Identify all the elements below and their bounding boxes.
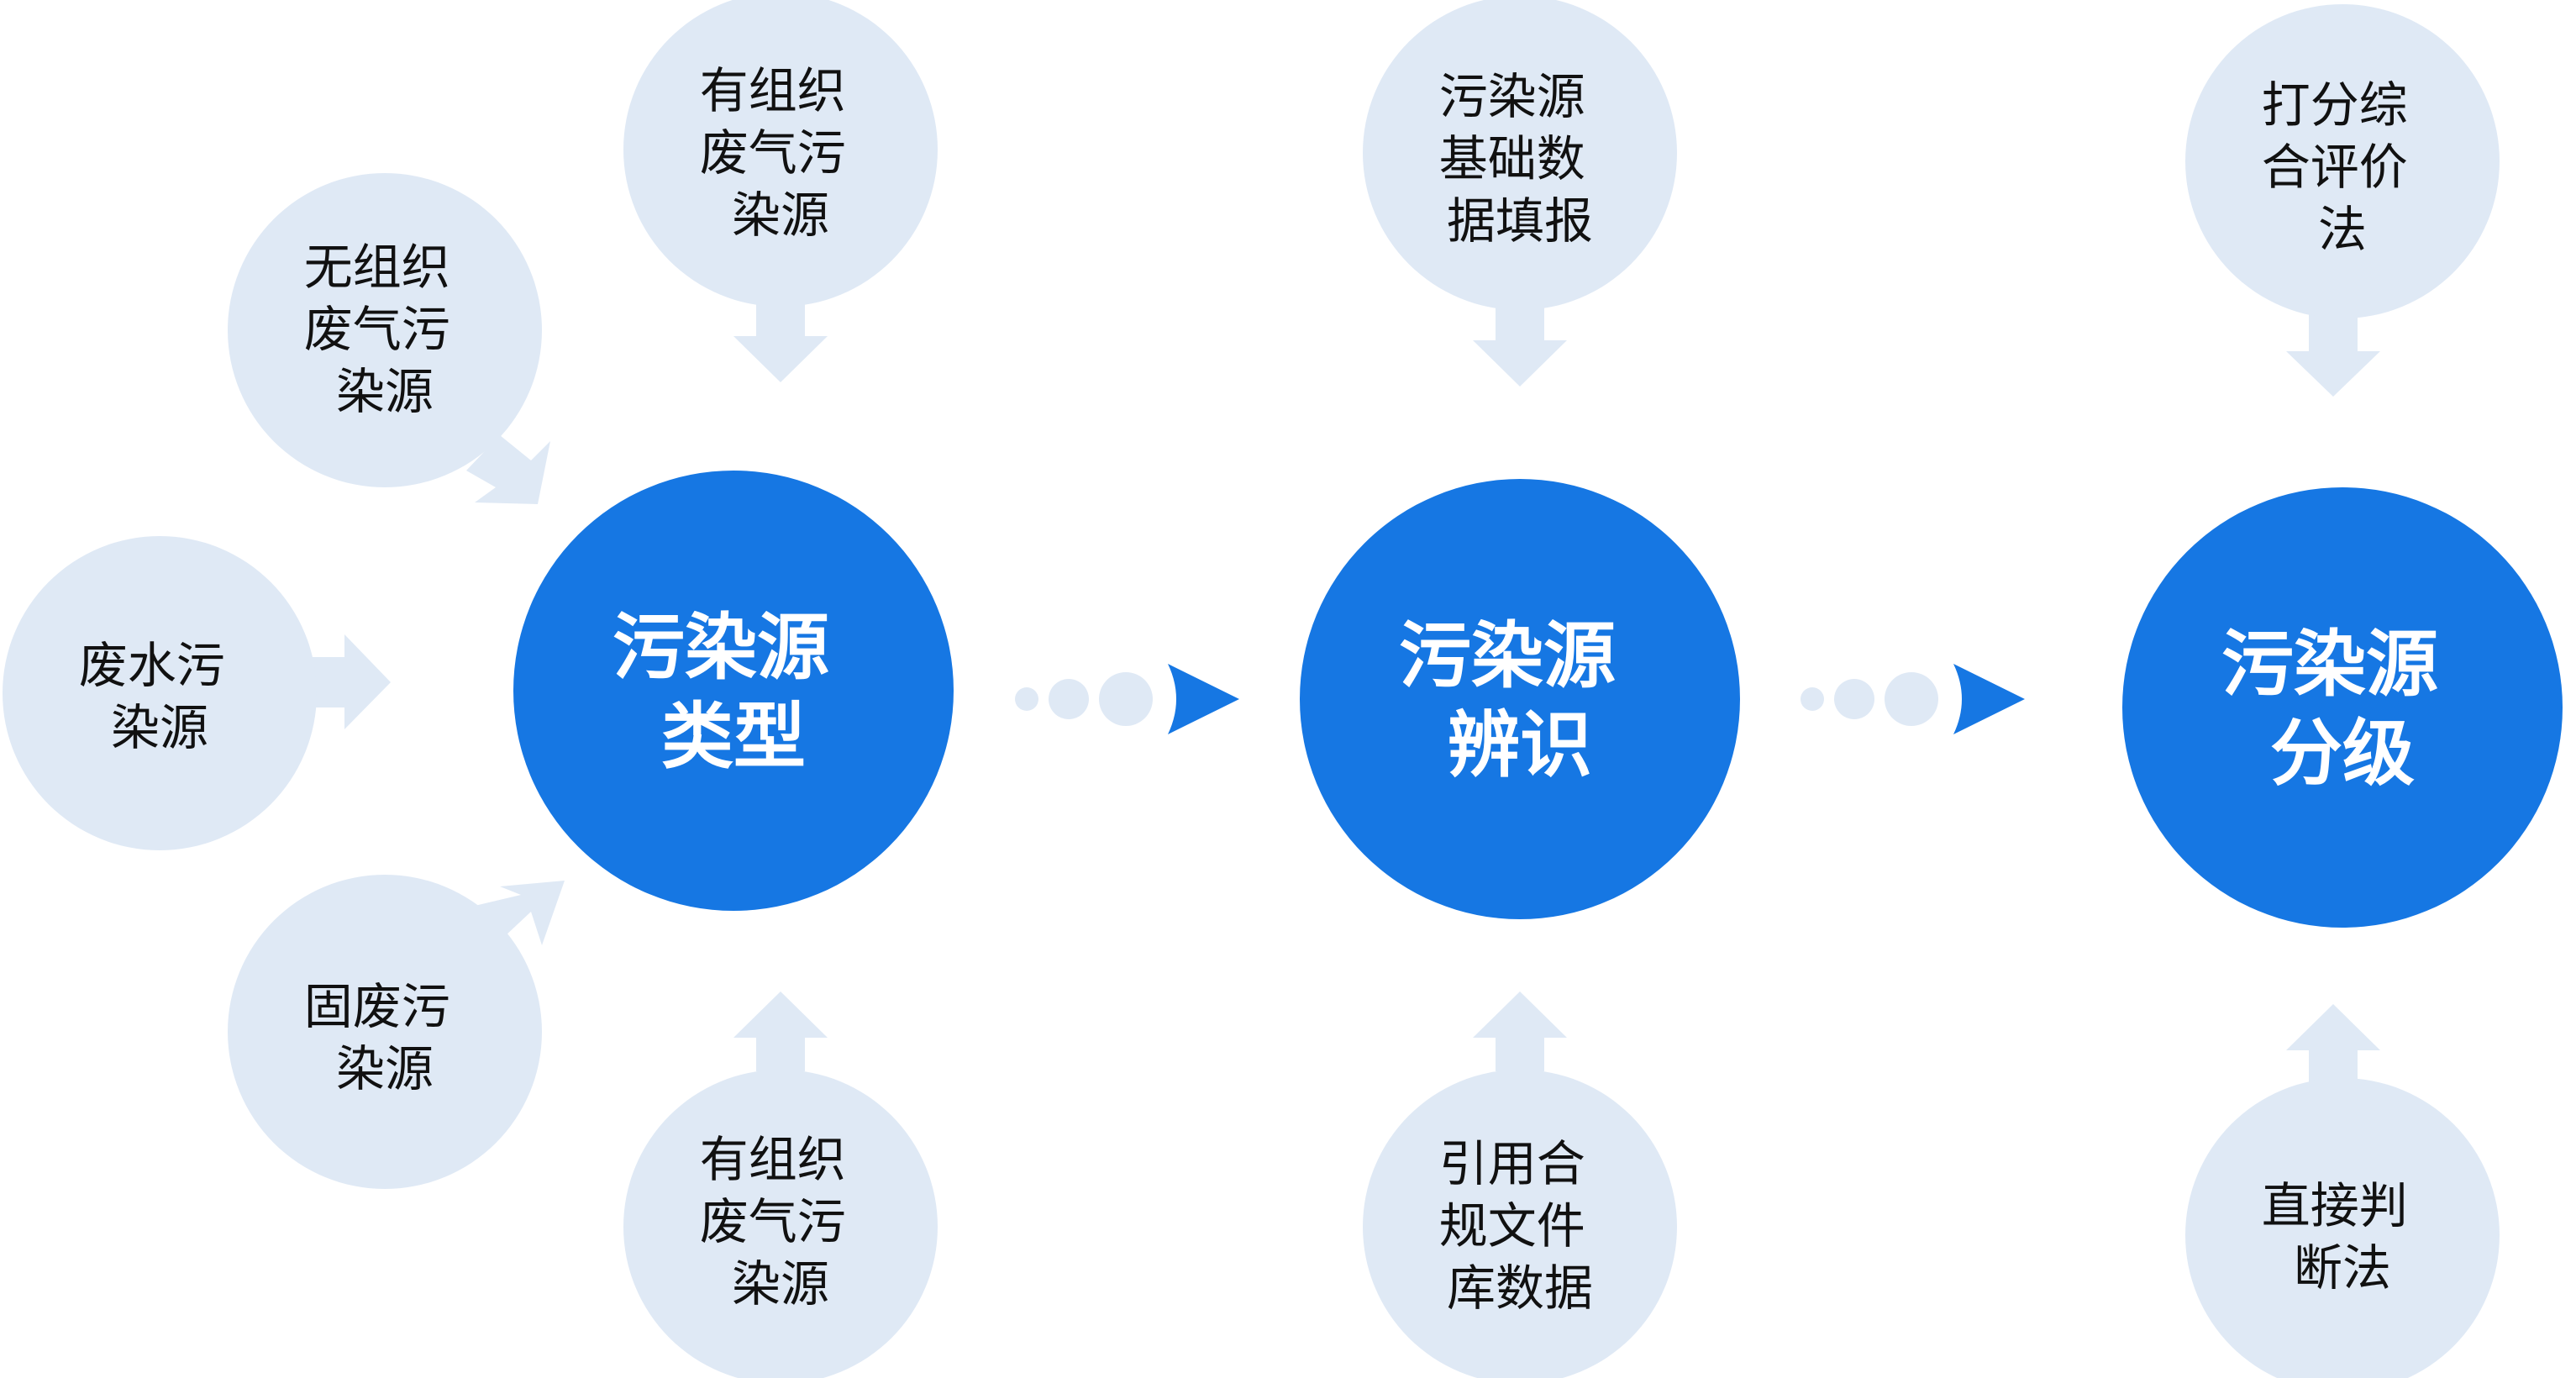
input-node-label-line: 规文件 [1439, 1197, 1585, 1254]
svg-text:污染源 基础数 据填报: 污染源 基础数 据填报 [1439, 68, 1601, 250]
input-node-label-line: 染源 [336, 363, 434, 420]
input-node-basic-data: 污染源 基础数 据填报 [1363, 0, 1677, 310]
connector-dot [1049, 679, 1089, 719]
arrow-down-right-icon [466, 435, 550, 504]
arrow-up-icon [733, 991, 828, 1071]
input-node-label-line: 废气污 [700, 124, 846, 181]
connector-dot [1801, 687, 1824, 711]
stage-node-label-line: 污染源 [1399, 614, 1616, 698]
connector-type-to-identify [1015, 664, 1239, 734]
arrow-down-icon [733, 294, 828, 382]
input-node-label-line: 固废污 [304, 978, 450, 1035]
svg-text:污染源 分级: 污染源 分级 [2221, 623, 2463, 796]
arrow-up-icon [1473, 991, 1567, 1071]
input-node-label-line: 污染源 [1439, 68, 1585, 125]
input-node-label-line: 染源 [111, 699, 208, 756]
input-node-label-line: 法 [2318, 201, 2367, 258]
svg-text:污染源 类型: 污染源 类型 [612, 606, 854, 779]
svg-text:有组织 废气污 染源: 有组织 废气污 染源 [700, 1131, 861, 1312]
connector-dot [1015, 687, 1038, 711]
connector-arrow-icon [1953, 664, 2025, 734]
input-node-unorganized-gas: 无组织 废气污 染源 [228, 173, 542, 487]
connector-dot [1885, 672, 1938, 726]
input-node-solid-waste: 固废污 染源 [228, 875, 542, 1189]
svg-text:无组织 废气污 染源: 无组织 废气污 染源 [304, 239, 465, 420]
stage-node-type: 污染源 类型 [513, 471, 954, 911]
svg-text:直接判 断法: 直接判 断法 [2262, 1177, 2423, 1296]
input-node-scoring-method: 打分综 合评价 法 [2185, 4, 2500, 318]
input-node-label-line: 无组织 [304, 239, 450, 296]
connector-dot [1834, 679, 1874, 719]
input-node-label-line: 引用合 [1439, 1135, 1585, 1192]
input-node-label-line: 染源 [732, 1255, 829, 1312]
stage-node-label-line: 辨识 [1448, 703, 1592, 787]
input-node-label-line: 废气污 [700, 1193, 846, 1250]
input-node-organized-gas-bottom: 有组织 废气污 染源 [623, 1070, 938, 1378]
input-node-compliance-library: 引用合 规文件 库数据 [1363, 1070, 1677, 1378]
arrow-down-icon [2286, 302, 2380, 397]
input-node-label-line: 有组织 [700, 62, 846, 119]
input-node-label-line: 废气污 [304, 301, 450, 358]
svg-text:污染源 辨识: 污染源 辨识 [1399, 614, 1641, 787]
svg-text:引用合 规文件 库数据: 引用合 规文件 库数据 [1439, 1135, 1601, 1317]
input-node-label-line: 打分综 [2262, 76, 2408, 134]
input-node-label-line: 染源 [336, 1040, 434, 1097]
input-node-label-line: 据填报 [1447, 192, 1593, 250]
svg-text:打分综 合评价 法: 打分综 合评价 法 [2262, 76, 2423, 258]
input-node-label-line: 废水污 [79, 637, 225, 694]
input-node-label-line: 直接判 [2262, 1177, 2408, 1234]
input-node-label-line: 库数据 [1447, 1260, 1593, 1317]
svg-text:固废污 染源: 固废污 染源 [304, 978, 465, 1097]
input-node-label-line: 断法 [2294, 1239, 2391, 1296]
connector-identify-to-grade [1801, 664, 2025, 734]
stage-node-identify: 污染源 辨识 [1300, 479, 1740, 919]
input-node-direct-judgment: 直接判 断法 [2185, 1078, 2500, 1378]
input-node-wastewater: 废水污 染源 [3, 536, 317, 850]
input-node-organized-gas-top: 有组织 废气污 染源 [623, 0, 938, 307]
svg-text:废水污 染源: 废水污 染源 [79, 637, 240, 756]
input-node-label-line: 染源 [732, 187, 829, 244]
input-node-label-line: 基础数 [1439, 130, 1585, 187]
arrow-up-icon [2286, 1004, 2380, 1084]
stage-node-label-line: 类型 [661, 695, 806, 779]
arrow-down-icon [1473, 298, 1567, 387]
input-node-label-line: 有组织 [700, 1131, 846, 1188]
connector-dot [1099, 672, 1153, 726]
input-node-label-line: 合评价 [2262, 139, 2408, 196]
stage-node-grade: 污染源 分级 [2122, 487, 2563, 928]
connector-arrow-icon [1168, 664, 1239, 734]
svg-text:有组织 废气污 染源: 有组织 废气污 染源 [700, 62, 861, 244]
stage-node-label-line: 分级 [2270, 712, 2415, 796]
arrow-right-icon [302, 634, 391, 729]
stage-node-label-line: 污染源 [2221, 623, 2438, 707]
stage-node-label-line: 污染源 [612, 606, 829, 690]
